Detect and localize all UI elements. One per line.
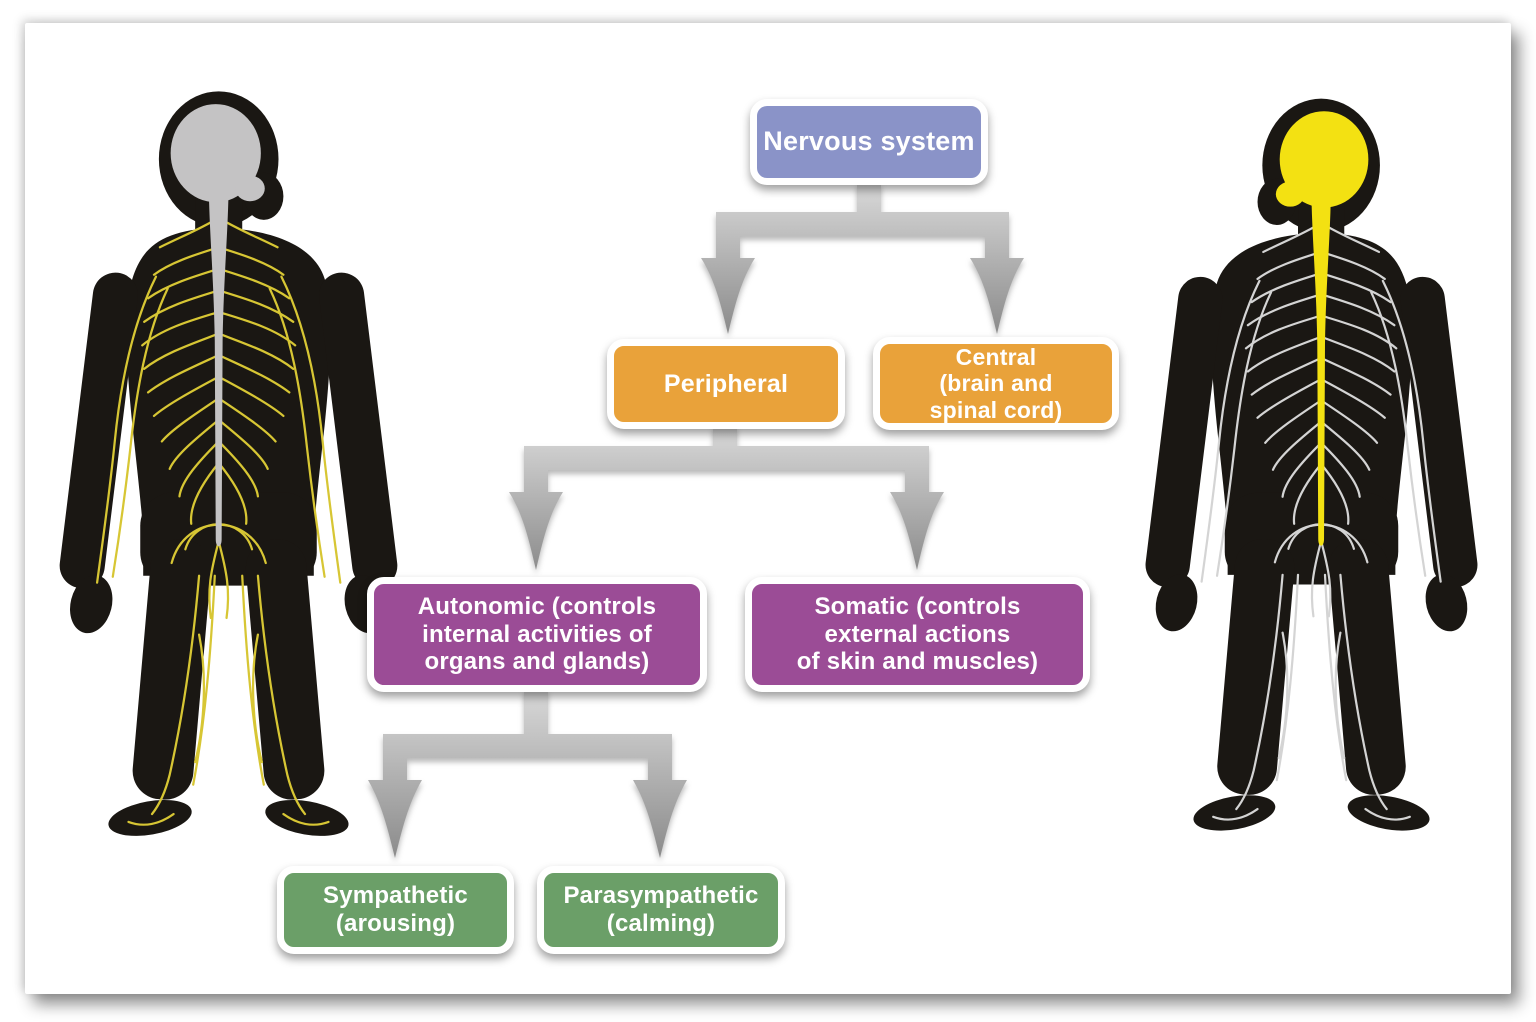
node-nervous-system: Nervous system [750,99,988,185]
connector-peripheral-to-autonomic-somatic [509,426,944,570]
node-central: Central (brain and spinal cord) [873,337,1119,430]
node-autonomic: Autonomic (controls internal activities … [367,577,707,692]
node-autonomic-label: Autonomic (controls internal activities … [417,592,657,676]
arrowhead-to-central [970,258,1024,334]
node-peripheral: Peripheral [607,339,845,429]
node-central-label: Central (brain and spinal cord) [929,343,1063,423]
arrowhead-to-autonomic [509,492,563,570]
node-parasympathetic-label: Parasympathetic (calming) [563,882,759,937]
node-somatic-label: Somatic (controls external actions of sk… [796,592,1039,676]
arrowhead-to-peripheral [701,258,755,334]
node-parasympathetic: Parasympathetic (calming) [537,866,785,954]
node-somatic: Somatic (controls external actions of sk… [745,577,1090,692]
node-sympathetic-label: Sympathetic (arousing) [323,882,468,937]
central-nervous-system-figure [1142,98,1481,837]
peripheral-nerves-figure [57,91,400,842]
node-sympathetic: Sympathetic (arousing) [277,866,514,954]
arrowhead-to-somatic [890,492,944,570]
arrowhead-to-sympathetic [368,780,422,858]
node-nervous-system-label: Nervous system [763,126,975,157]
connector-autonomic-to-sympathetic-parasympathetic [368,689,687,858]
connector-nervous-to-peripheral-central [701,183,1024,334]
arrowhead-to-parasympathetic [633,780,687,858]
node-peripheral-label: Peripheral [663,369,789,398]
